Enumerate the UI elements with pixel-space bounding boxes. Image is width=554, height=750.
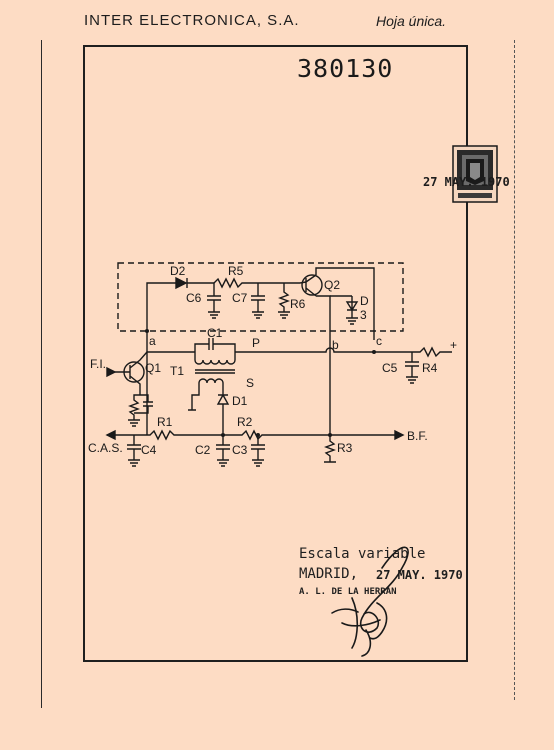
label-node-b: b [332,338,339,352]
label-c3: C3 [232,443,248,457]
module-box [117,262,404,332]
revenue-stamp [452,145,498,203]
circuit-schematic: D2 R5 Q2 C6 C7 R6 D 3 a b c C1 P + F.I. … [88,262,457,467]
label-q1: Q1 [145,361,161,375]
city-label: MADRID, [299,566,359,582]
label-d3: D [360,294,369,308]
drawing-frame [83,45,468,662]
label-c4: C4 [141,443,157,457]
left-margin-line [41,40,42,708]
label-c6: C6 [186,291,202,305]
label-q2: Q2 [324,278,340,292]
label-bf: B.F. [407,429,428,443]
label-d2: D2 [170,264,186,278]
label-p: P [252,336,260,350]
label-r4: R4 [422,361,438,375]
label-c5: C5 [382,361,398,375]
label-r3: R3 [337,441,353,455]
label-cas: C.A.S. [88,441,123,455]
document-number: 380130 [297,54,394,83]
right-margin-marks [514,40,515,700]
label-d1: D1 [232,394,248,408]
label-t1: T1 [170,364,184,378]
label-r6: R6 [290,297,306,311]
label-d3-index: 3 [360,308,367,322]
scale-note: Escala variable [299,546,426,562]
label-c2: C2 [195,443,211,457]
label-c1: C1 [207,326,223,340]
sheet-label: Hoja única. [376,13,447,29]
label-c7: C7 [232,291,248,305]
label-r1: R1 [157,415,173,429]
label-r5: R5 [228,264,244,278]
label-r2: R2 [237,415,253,429]
label-plus: + [450,338,457,352]
company-name: INTER ELECTRONICA, S.A. [84,12,300,29]
signature [331,546,409,657]
footer-date: 27 MAY. 1970 [376,568,463,582]
official-name: A. L. DE LA HERRAN [299,587,397,597]
label-node-c: c [376,334,382,348]
label-s: S [246,376,254,390]
label-fi: F.I. [90,357,106,371]
stamp-date: 27 MAY. 1970 [423,175,510,189]
label-node-a: a [149,334,156,348]
